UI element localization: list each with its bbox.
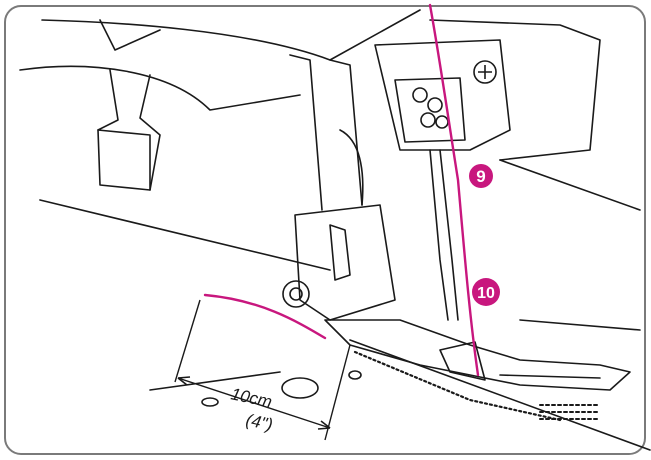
dimension-line [177, 377, 331, 429]
measurement-dimension [174, 299, 351, 441]
presser-foot-toe [439, 341, 486, 381]
upper-housing [41, 9, 421, 61]
presser-column [289, 54, 363, 211]
right-housing-lower [499, 159, 641, 211]
bed-front-edge [149, 371, 281, 391]
presser-screw-inner [289, 287, 303, 301]
presser-block-side [329, 224, 351, 281]
presser-foot [324, 319, 631, 391]
dimension-arrow-right [317, 420, 331, 430]
bed-top-edge [39, 199, 331, 271]
presser-foot-slot [499, 374, 601, 379]
needle-bar [429, 149, 459, 321]
bed-screw-large [281, 377, 319, 399]
machine-body [19, 9, 651, 451]
right-housing [429, 19, 601, 161]
bed-long-edge [349, 339, 651, 451]
left-knob-face [97, 129, 151, 191]
svg-text:10: 10 [477, 285, 495, 302]
svg-text:9: 9 [476, 167, 485, 186]
dimension-left-extension [174, 299, 201, 383]
left-knob [97, 69, 161, 191]
bed-screw-small [201, 397, 219, 407]
needle-clamp-housing [374, 39, 511, 151]
stitch-plate-feed-dogs [539, 404, 601, 420]
needle-clamp-inner [394, 77, 466, 143]
thread-tail [203, 293, 327, 340]
bed-screw-right [348, 370, 362, 380]
thread-line [428, 3, 480, 377]
housing-right-edge [99, 19, 161, 51]
presser-column-top [339, 129, 364, 206]
presser-block [294, 204, 396, 321]
marker-10: 10 [472, 278, 500, 306]
upper-housing-lower-edge [19, 65, 301, 111]
marker-9: 9 [469, 164, 493, 188]
dimension-right-extension [324, 344, 351, 441]
dimension-arrow-left [177, 376, 191, 386]
illustration-frame [4, 5, 646, 455]
stitch-plate-row [353, 350, 562, 422]
presser-screw [282, 280, 310, 308]
right-bed-edge [519, 319, 641, 331]
